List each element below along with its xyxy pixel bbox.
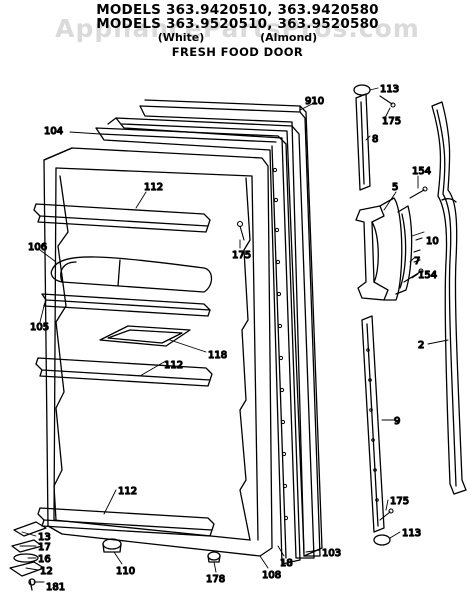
label-9: 9 [394, 416, 400, 427]
breaker-frame [95, 127, 301, 565]
label-5: 5 [392, 182, 398, 193]
frame-holes [272, 167, 289, 521]
label-910: 910 [305, 96, 324, 107]
finish-white: (White) [157, 31, 205, 44]
label-181: 181 [46, 582, 65, 593]
label-110: 110 [116, 566, 135, 577]
label-104: 104 [44, 126, 63, 137]
label-108: 108 [262, 570, 281, 581]
label-112-middle: 112 [164, 360, 183, 371]
label-113-bottom: 113 [402, 528, 421, 539]
door-liner [43, 147, 273, 557]
door-shelf-top [33, 203, 211, 233]
door-handle [355, 197, 403, 301]
egg-tray [99, 325, 191, 347]
label-7: 7 [414, 256, 420, 267]
dairy-shelf [41, 293, 211, 317]
leader-lines [19, 87, 449, 583]
diagram-title: FRESH FOOD DOOR [171, 45, 304, 59]
label-13: 13 [38, 532, 51, 543]
label-105: 105 [30, 322, 49, 333]
label-2: 2 [418, 340, 424, 351]
models-line-2: MODELS 363.9520510, 363.9520580 [96, 16, 379, 32]
label-175-bottom: 175 [390, 496, 409, 507]
label-18: 18 [280, 558, 293, 569]
label-112-bottom: 112 [118, 486, 137, 497]
label-106: 106 [28, 242, 47, 253]
screws [236, 95, 428, 521]
label-8: 8 [372, 134, 378, 145]
label-178: 178 [206, 574, 225, 585]
door-gasket [107, 117, 315, 559]
label-16: 16 [38, 554, 51, 565]
label-154-bottom: 154 [418, 270, 437, 281]
bottom-hinge-parts [9, 521, 47, 591]
dairy-door [50, 256, 213, 293]
door-shelf-middle [35, 357, 213, 387]
label-175-mid: 175 [232, 250, 251, 261]
label-112-top: 112 [144, 182, 163, 193]
long-handle-trim [431, 101, 467, 495]
label-10: 10 [426, 236, 439, 247]
handle-trim-lower [361, 315, 391, 546]
trim-screw-holes [366, 348, 379, 502]
door-shelf-bottom [37, 507, 215, 537]
label-12: 12 [40, 566, 53, 577]
finish-line: (White) (Almond) [0, 31, 475, 44]
label-118: 118 [208, 350, 227, 361]
watermark: AppliancePartsPros.com [55, 14, 420, 43]
models-line-1: MODELS 363.9420510, 363.9420580 [96, 2, 379, 18]
label-175-top: 175 [382, 116, 401, 127]
door-pivot-bushings [102, 538, 221, 563]
handle-clips [395, 205, 413, 295]
label-113-top: 113 [380, 84, 399, 95]
handle-trim-upper [353, 84, 371, 191]
label-17: 17 [38, 542, 51, 553]
finish-almond: (Almond) [260, 31, 318, 44]
label-103: 103 [322, 548, 341, 559]
label-154-top: 154 [412, 166, 431, 177]
